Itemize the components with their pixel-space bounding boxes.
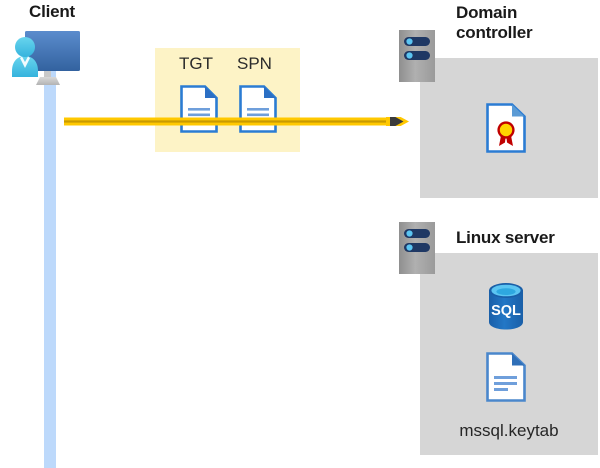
client-label: Client: [29, 2, 76, 21]
spn-label: SPN: [237, 54, 272, 73]
sql-database-icon: SQL: [484, 281, 528, 331]
server-icon: [399, 222, 435, 274]
client-lifeline: [44, 68, 56, 468]
certificate-document-icon: [486, 103, 526, 153]
keytab-filename-label: mssql.keytab: [459, 421, 559, 440]
linux-server-label: Linux server: [456, 228, 555, 247]
document-icon: [486, 352, 526, 402]
tgt-label: TGT: [179, 54, 213, 73]
domain-controller-label: Domain controller: [456, 3, 533, 42]
tgt-spn-message-box: [155, 48, 300, 152]
user-computer-icon: [6, 27, 90, 97]
server-icon: [399, 30, 435, 82]
message-arrow: [64, 109, 409, 134]
sql-database-text: SQL: [491, 303, 521, 319]
